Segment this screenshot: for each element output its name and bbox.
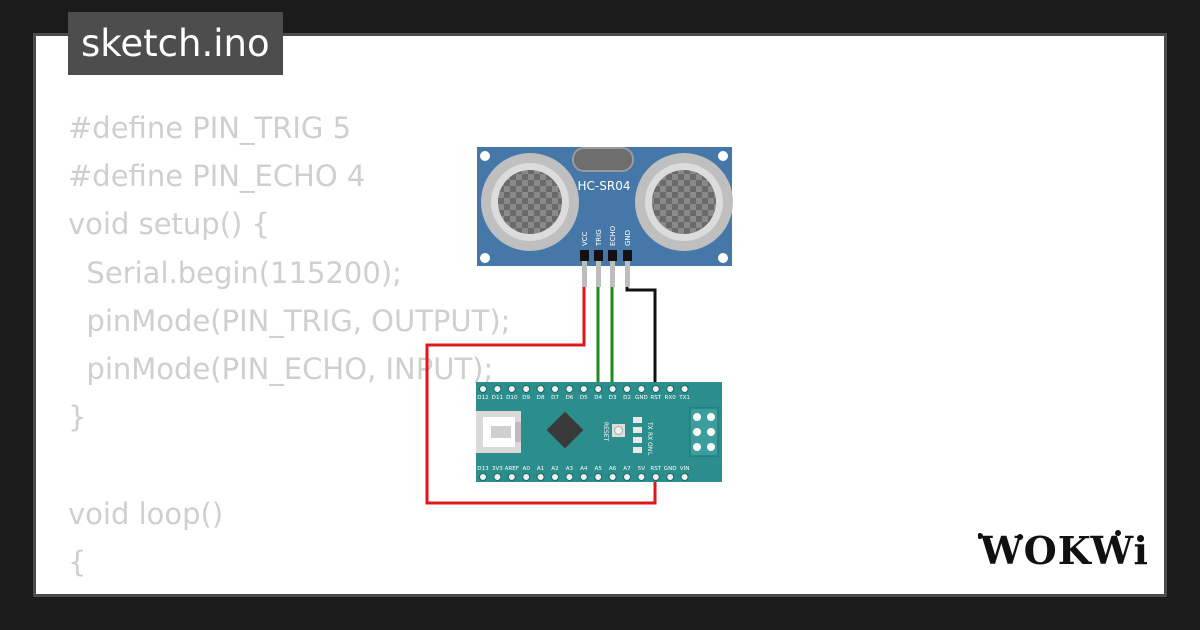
pin-label: GND [664,466,677,472]
pin-label: D10 [506,395,518,401]
pin-label: D4 [594,395,602,401]
pin-d6[interactable] [565,385,574,393]
sensor-pin-leg [625,261,630,287]
wokwi-logo: WOKWi [978,528,1148,573]
code-line: void loop() [68,496,224,531]
pin-gnd[interactable] [666,473,675,481]
pin-label: A6 [609,466,617,472]
sensor-pin-leg [610,261,615,287]
sensor-pin-label-vcc: VCC [581,231,589,246]
pin-d11[interactable] [493,385,502,393]
pin-label: D2 [623,395,631,401]
pin-label: D3 [609,395,617,401]
wire-vcc-5v[interactable] [425,287,657,505]
pin-label: TX1 [678,395,690,401]
pin-a5[interactable] [594,473,603,481]
sensor-pin-leg [582,261,587,287]
code-line: pinMode(PIN_TRIG, OUTPUT); [68,303,511,338]
pin-5v[interactable] [637,473,646,481]
pin-label: A7 [623,466,631,472]
pin-tx1[interactable] [680,385,689,393]
pin-label: D12 [477,395,488,401]
pin-label: A4 [580,466,588,472]
code-line: void setup() { [68,207,270,242]
sensor-pin-label-trig: TRIG [595,229,603,247]
pin-a0[interactable] [522,473,531,481]
code-line: #define PIN_ECHO 4 [68,159,366,194]
pin-label: A2 [551,466,558,472]
pin-label: D5 [580,395,588,401]
pin-label: RX0 [665,395,677,401]
pin-d5[interactable] [579,385,588,393]
pin-vin[interactable] [680,473,689,481]
pin-label: 3V3 [492,466,503,472]
pin-gnd[interactable] [637,385,646,393]
sensor-label: HC-SR04 [578,179,631,193]
led-label: L [646,452,653,456]
code-line: } [68,400,87,435]
sensor-pin-label-echo: ECHO [609,225,617,246]
reset-label: RESET [602,422,609,442]
pin-a2[interactable] [551,473,559,481]
pin-d4[interactable] [594,385,603,393]
pin-label: 5V [638,466,646,472]
code-line: pinMode(PIN_ECHO, INPUT); [68,351,494,386]
pin-aref[interactable] [507,473,516,481]
pin-d10[interactable] [507,385,516,393]
pin-rst[interactable] [651,473,660,481]
led-label: ON [646,442,653,451]
led-label: RX [646,432,653,440]
code-line: #define PIN_TRIG 5 [68,111,352,145]
pin-rst[interactable] [651,385,660,393]
pin-label: A3 [566,466,574,472]
svg-text:WOKWi: WOKWi [979,528,1148,573]
sensor-pin-echo[interactable] [608,250,617,261]
pin-a3[interactable] [565,473,574,481]
sensor-pin-leg [596,261,601,287]
pin-d2[interactable] [623,385,631,393]
pin-d7[interactable] [551,385,559,393]
pin-label: GND [635,395,648,401]
code-line: digitalWrite(PIN_TRIG, HIGH); [68,586,510,594]
sensor-pin-label-gnd: GND [624,230,632,246]
pin-d12[interactable] [479,385,487,393]
sensor-pin-trig[interactable] [594,250,603,261]
sensor-pin-gnd[interactable] [623,250,632,261]
sensor-pin-vcc[interactable] [580,250,589,261]
pin-3v3[interactable] [493,473,502,481]
wire-gnd-gnd[interactable] [625,287,657,390]
pin-a1[interactable] [536,473,545,481]
led-label: TX [646,421,653,430]
pin-label: RST [650,466,661,472]
pin-d9[interactable] [522,385,531,393]
pin-d13[interactable] [479,473,487,481]
file-tab[interactable]: sketch.ino [68,12,283,75]
pin-label: D7 [551,395,559,401]
pin-label: RST [650,395,661,401]
pin-label: AREF [505,466,519,472]
code-line: { [68,544,87,579]
pin-label: D6 [565,395,573,401]
pin-rx0[interactable] [666,385,675,393]
code-editor: #define PIN_TRIG 5 #define PIN_ECHO 4 void… [68,104,511,594]
pin-a7[interactable] [623,473,631,481]
pin-d3[interactable] [608,385,617,393]
pin-a6[interactable] [608,473,617,481]
pin-label: A0 [523,466,531,472]
pin-a4[interactable] [579,473,588,481]
pin-d8[interactable] [536,385,545,393]
pin-label: D9 [522,395,530,401]
ultrasonic-sensor[interactable]: HC-SR04 VCC TRIG ECHO GND [477,147,733,287]
pin-label: A1 [537,466,545,472]
pin-label: VIN [680,466,690,472]
pin-label: D8 [537,395,545,401]
pin-label: A5 [595,466,603,472]
pin-label: D13 [477,466,489,472]
pin-label: D11 [492,395,504,401]
code-line: Serial.begin(115200); [68,255,402,290]
